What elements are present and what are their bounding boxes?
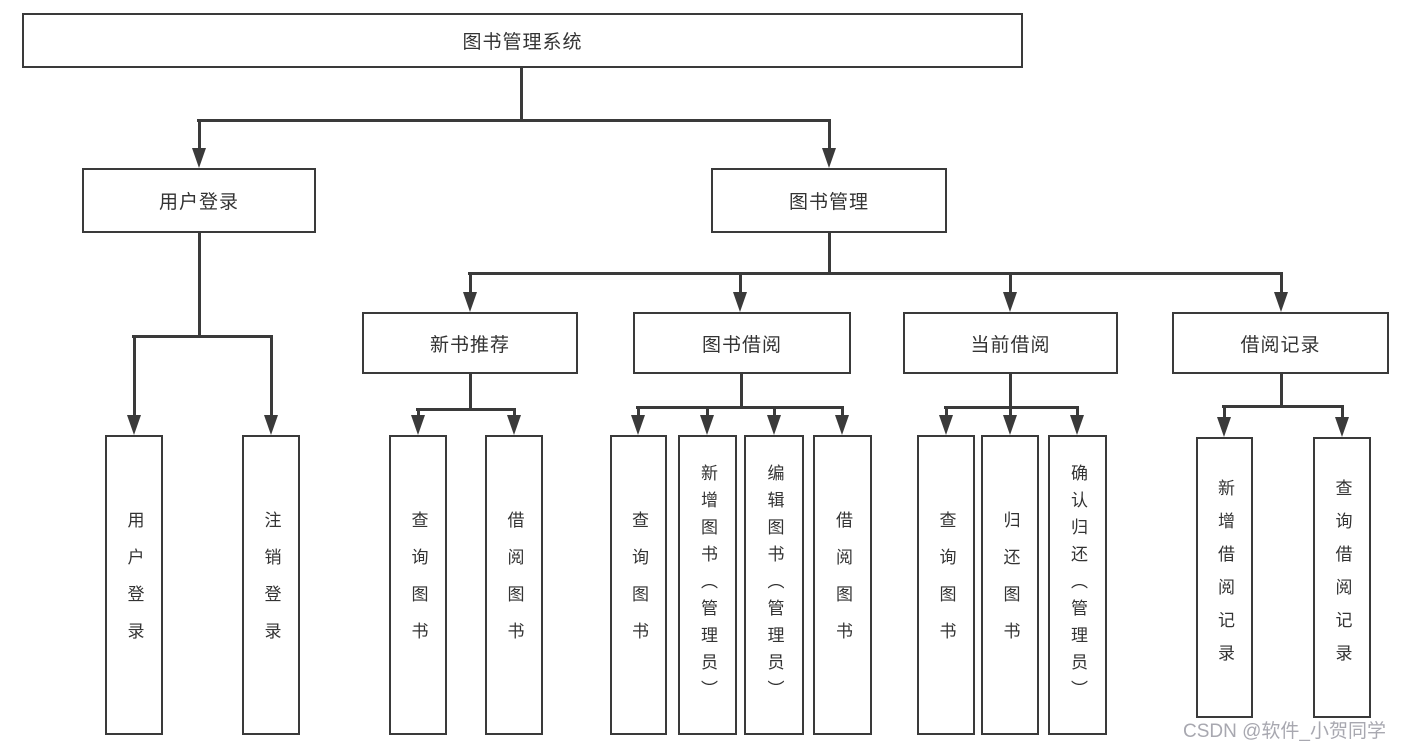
- leaf-borrow-books-2-label: 借阅图书: [833, 511, 852, 659]
- connector-drop-leaf-query-record: [1341, 405, 1344, 419]
- leaf-confirm-return-admin: 确认归还（管理员）: [1048, 435, 1107, 735]
- arrowhead-leaf-query-books-3: [939, 415, 953, 435]
- connector-drop-leaf-add-books: [706, 406, 709, 418]
- leaf-user-login: 用户登录: [105, 435, 163, 735]
- leaf-query-books-2-label: 查询图书: [629, 511, 648, 659]
- leaf-query-books-3-label: 查询图书: [936, 511, 956, 659]
- connector-drop-leaf-user-login: [133, 335, 136, 417]
- connector-current-borrow-stem: [1009, 374, 1012, 409]
- leaf-return-books-label: 归还图书: [1000, 511, 1020, 659]
- connector-drop-leaf-edit-books: [773, 406, 776, 418]
- node-new-book-recommend-label: 新书推荐: [429, 334, 510, 356]
- connector-drop-current-borrow: [1009, 272, 1012, 295]
- connector-book-management-stem: [828, 232, 831, 275]
- arrowhead-leaf-return-books: [1003, 415, 1017, 435]
- connector-drop-user-login: [198, 119, 201, 151]
- leaf-add-borrow-record: 新增借阅记录: [1196, 437, 1253, 718]
- leaf-query-borrow-record: 查询借阅记录: [1313, 437, 1371, 718]
- node-new-book-recommend: 新书推荐: [362, 312, 578, 374]
- csdn-watermark: CSDN @软件_小贺同学: [1183, 721, 1386, 742]
- node-user-login: 用户登录: [82, 168, 316, 233]
- arrowhead-borrow-records: [1274, 292, 1288, 312]
- arrowhead-leaf-add-record: [1217, 417, 1231, 437]
- leaf-query-books-1-label: 查询图书: [408, 511, 428, 659]
- connector-new-book-recommend-bar: [416, 408, 516, 411]
- node-current-borrow-label: 当前借阅: [970, 334, 1051, 356]
- connector-level3-bar: [468, 272, 1282, 275]
- node-borrow-records-label: 借阅记录: [1240, 334, 1321, 356]
- connector-drop-leaf-add-record: [1223, 405, 1226, 419]
- leaf-edit-books-admin-label: 编辑图书（管理员）: [764, 463, 784, 707]
- node-book-borrow-label: 图书借阅: [701, 334, 782, 356]
- connector-level2-bar: [197, 119, 831, 122]
- connector-new-book-recommend-stem: [469, 374, 472, 411]
- leaf-borrow-books-1-label: 借阅图书: [504, 511, 524, 659]
- connector-borrow-records-bar: [1222, 405, 1344, 408]
- node-book-management-label: 图书管理: [788, 192, 869, 213]
- connector-drop-leaf-confirm-return: [1076, 406, 1079, 418]
- leaf-logout: 注销登录: [242, 435, 300, 735]
- connector-drop-borrow-records: [1280, 272, 1283, 295]
- leaf-add-borrow-record-label: 新增借阅记录: [1215, 478, 1234, 677]
- arrowhead-leaf-edit-books: [767, 415, 781, 435]
- leaf-return-books: 归还图书: [981, 435, 1039, 735]
- node-book-borrow: 图书借阅: [633, 312, 851, 374]
- leaf-user-login-label: 用户登录: [124, 511, 144, 659]
- leaf-add-books-admin-label: 新增图书（管理员）: [698, 463, 717, 707]
- leaf-add-books-admin: 新增图书（管理员）: [678, 435, 737, 735]
- arrowhead-leaf-query-record: [1335, 417, 1349, 437]
- arrowhead-leaf-borrow-books-1: [507, 415, 521, 435]
- leaf-query-books-3: 查询图书: [917, 435, 975, 735]
- arrowhead-new-book-recommend: [463, 292, 477, 312]
- node-system-label: 图书管理系统: [462, 32, 583, 53]
- arrowhead-leaf-user-login: [127, 415, 141, 435]
- node-system: 图书管理系统: [22, 13, 1023, 68]
- leaf-confirm-return-admin-label: 确认归还（管理员）: [1068, 463, 1087, 707]
- leaf-query-books-1: 查询图书: [389, 435, 447, 735]
- connector-drop-leaf-borrow-books-1: [513, 408, 516, 418]
- connector-root-stem: [520, 67, 523, 122]
- arrowhead-leaf-confirm-return: [1070, 415, 1084, 435]
- arrowhead-book-borrow: [733, 292, 747, 312]
- arrowhead-leaf-add-books: [700, 415, 714, 435]
- connector-drop-book-management: [828, 119, 831, 151]
- connector-drop-new-book-recommend: [469, 272, 472, 295]
- leaf-query-books-2: 查询图书: [610, 435, 667, 735]
- connector-drop-book-borrow: [739, 272, 742, 295]
- arrowhead-user-login: [192, 148, 206, 168]
- connector-drop-leaf-return-books: [1009, 406, 1012, 418]
- connector-book-borrow-stem: [740, 374, 743, 409]
- connector-user-login-bar: [132, 335, 273, 338]
- connector-drop-leaf-query-books-1: [417, 408, 420, 418]
- connector-drop-leaf-logout: [270, 335, 273, 417]
- arrowhead-current-borrow: [1003, 292, 1017, 312]
- connector-user-login-stem: [198, 233, 201, 338]
- arrowhead-leaf-query-books-2: [631, 415, 645, 435]
- node-book-management: 图书管理: [711, 168, 947, 233]
- arrowhead-leaf-borrow-books-2: [835, 415, 849, 435]
- arrowhead-leaf-query-books-1: [411, 415, 425, 435]
- connector-borrow-records-stem: [1280, 374, 1283, 408]
- connector-drop-leaf-borrow-books-2: [841, 406, 844, 418]
- leaf-logout-label: 注销登录: [261, 511, 281, 659]
- leaf-edit-books-admin: 编辑图书（管理员）: [744, 435, 804, 735]
- node-user-login-label: 用户登录: [158, 192, 239, 213]
- arrowhead-leaf-logout: [264, 415, 278, 435]
- connector-drop-leaf-query-books-3: [945, 406, 948, 418]
- connector-book-borrow-bar: [636, 406, 844, 409]
- node-borrow-records: 借阅记录: [1172, 312, 1389, 374]
- node-current-borrow: 当前借阅: [903, 312, 1118, 374]
- leaf-query-borrow-record-label: 查询借阅记录: [1332, 478, 1352, 677]
- leaf-borrow-books-1: 借阅图书: [485, 435, 543, 735]
- leaf-borrow-books-2: 借阅图书: [813, 435, 872, 735]
- arrowhead-book-management: [822, 148, 836, 168]
- connector-drop-leaf-query-books-2: [637, 406, 640, 418]
